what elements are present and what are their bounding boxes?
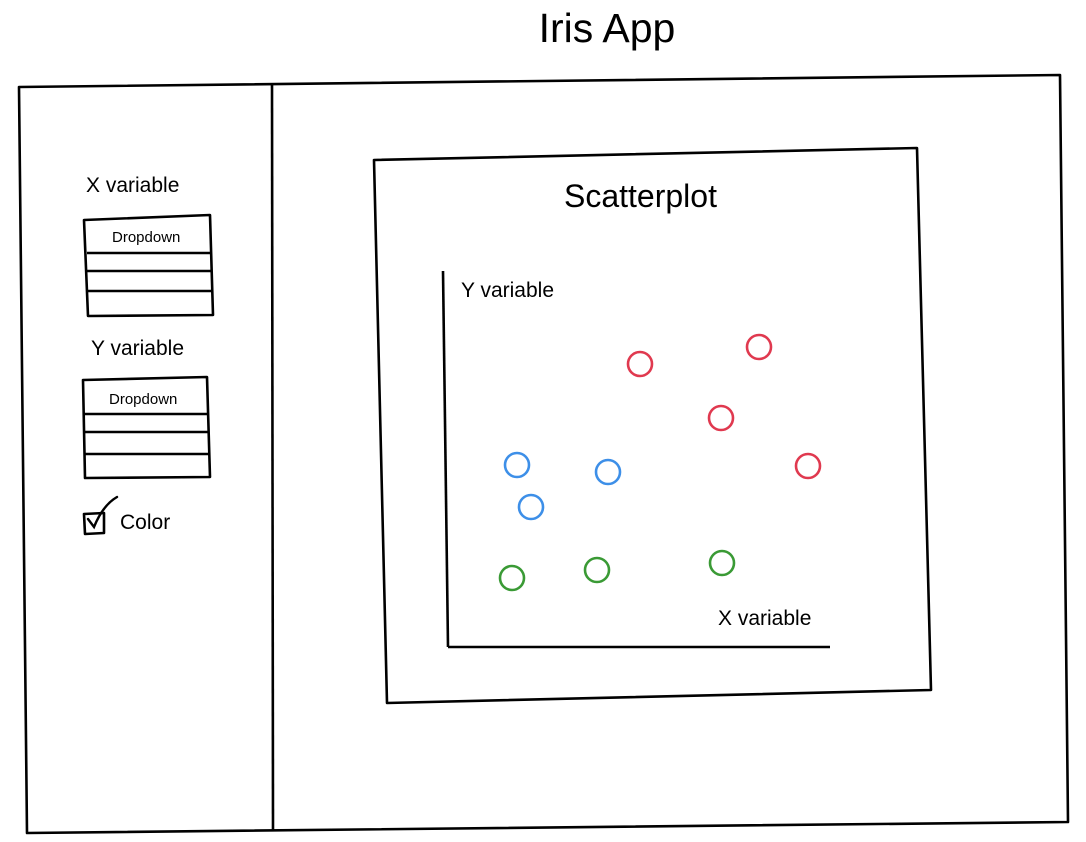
app-title: Iris App [538, 5, 676, 51]
scatterplot-title: Scatterplot [564, 178, 717, 214]
x-dropdown-placeholder: Dropdown [112, 229, 181, 246]
sidebar-divider [270, 84, 275, 831]
x-variable-label: X variable [86, 174, 180, 197]
scatter-point-green [498, 564, 526, 592]
scatter-point-blue [503, 451, 531, 479]
scatter-point-red [707, 404, 735, 432]
y-dropdown-placeholder: Dropdown [109, 391, 178, 408]
y-dropdown-outline [81, 375, 212, 480]
scatter-point-red [794, 452, 822, 480]
color-checkbox-label: Color [120, 511, 171, 534]
scatter-point-blue [517, 493, 545, 521]
scatter-points [498, 333, 822, 592]
plot-y-axis [441, 270, 450, 648]
plot-x-axis-label: X variable [718, 607, 812, 630]
app-window-frame [17, 73, 1070, 835]
scatter-point-blue [594, 458, 622, 486]
color-checkbox-icon [82, 495, 119, 536]
scatter-point-red [745, 333, 773, 361]
y-variable-dropdown[interactable] [84, 379, 209, 477]
x-dropdown-outline [82, 213, 215, 318]
scatter-point-red [626, 350, 654, 378]
scatter-point-green [583, 556, 611, 584]
x-variable-dropdown[interactable] [86, 218, 212, 315]
scatter-point-green [708, 549, 736, 577]
color-checkbox[interactable] [82, 496, 120, 536]
y-variable-label: Y variable [91, 337, 185, 360]
plot-y-axis-label: Y variable [461, 279, 555, 302]
scatterplot-panel-frame [372, 146, 933, 705]
